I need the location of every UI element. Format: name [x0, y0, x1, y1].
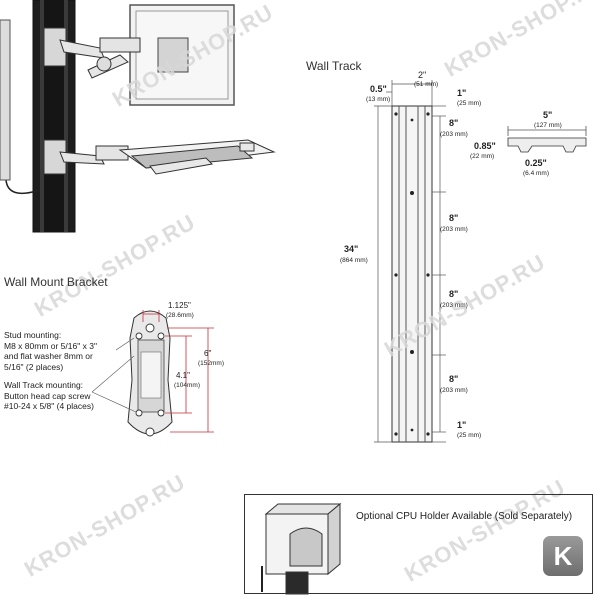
- dim-seg2-value: 8": [449, 213, 459, 223]
- dim-profile-width-metric: (127 mm): [534, 122, 562, 129]
- dim-profile-lip-value: 0.25": [525, 158, 547, 168]
- dim-top-width-metric: (51 mm): [414, 81, 439, 88]
- dim-side-metric: (13 mm): [366, 96, 391, 103]
- dim-side-value: 0.5": [370, 84, 387, 94]
- dim-seg2-metric: (203 mm): [440, 226, 468, 233]
- dim-profile-depth-metric: (22 mm): [470, 153, 495, 160]
- track-holes: [394, 112, 430, 436]
- dim-length-metric: (864 mm): [340, 257, 368, 264]
- dim-bottom-offset-metric: (25 mm): [457, 432, 482, 439]
- product-illustration: [0, 0, 276, 233]
- dim-profile-width-value: 5": [543, 110, 553, 120]
- shop-logo: K: [543, 536, 583, 576]
- dim-seg4-metric: (203 mm): [440, 387, 468, 394]
- dim-bottom-offset-value: 1": [457, 420, 467, 430]
- bracket-drawing: [91, 310, 214, 437]
- dim-seg3-value: 8": [449, 289, 459, 299]
- dim-top-width-value: 2": [418, 70, 427, 80]
- dim-bracket-outer-metric: (152mm): [198, 360, 225, 367]
- wall-track-drawing: [374, 80, 587, 443]
- dim-bracket-inner-metric: (104mm): [174, 382, 201, 389]
- bracket-title: Wall Mount Bracket: [4, 275, 108, 289]
- dim-bracket-inner-value: 4.1": [176, 371, 190, 380]
- dim-top-offset-value: 1": [457, 88, 467, 98]
- dim-length-value: 34": [344, 244, 359, 254]
- track-profile: [507, 126, 587, 153]
- wall-track-title: Wall Track: [306, 59, 362, 73]
- dim-bracket-width-metric: (28.6mm): [166, 312, 194, 319]
- dim-bracket-outer-value: 6": [204, 349, 212, 358]
- dim-seg3-metric: (203 mm): [440, 302, 468, 309]
- dim-seg1-metric: (203 mm): [440, 131, 468, 138]
- dim-bracket-width-value: 1.125": [168, 301, 191, 310]
- dim-top-offset-metric: (25 mm): [457, 100, 482, 107]
- dim-profile-lip-metric: (6.4 mm): [523, 170, 549, 177]
- dim-profile-depth-value: 0.85": [474, 141, 496, 151]
- cpu-holder-drawing: [261, 502, 342, 595]
- dim-seg4-value: 8": [449, 374, 459, 384]
- track-mounting-note: Wall Track mounting: Button head cap scr…: [4, 380, 94, 411]
- track-body: [391, 105, 433, 443]
- cpu-holder-caption: Optional CPU Holder Available (Sold Sepa…: [356, 511, 573, 522]
- stud-mounting-note: Stud mounting: M8 x 80mm or 5/16" x 3" a…: [4, 330, 97, 372]
- cpu-holder-box: [244, 494, 593, 594]
- dim-seg1-value: 8": [449, 118, 459, 128]
